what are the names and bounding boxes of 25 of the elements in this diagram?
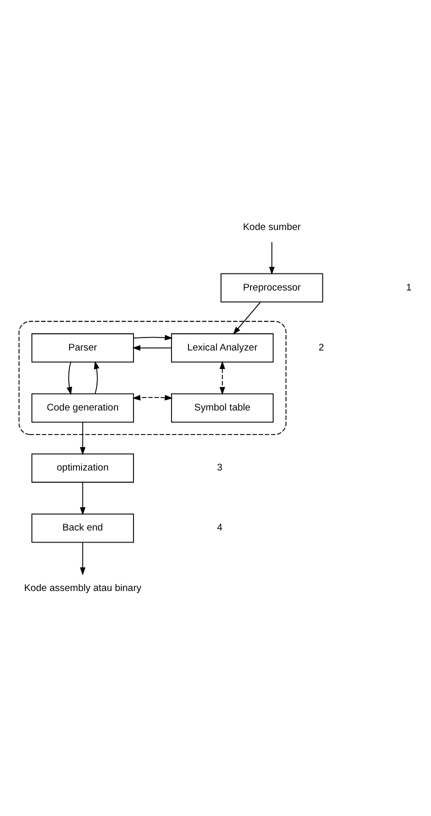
- node-box: Parser: [31, 333, 134, 362]
- arrow: [269, 242, 275, 275]
- arrow: [232, 302, 261, 335]
- label: 3: [216, 462, 222, 474]
- label: 2: [318, 342, 324, 354]
- arrow: [66, 362, 72, 395]
- arrow: [80, 422, 86, 456]
- node-box: optimization: [31, 454, 134, 483]
- label: 4: [216, 522, 222, 534]
- arrow: [132, 345, 172, 351]
- node-box: Back end: [31, 514, 134, 543]
- node-box: Lexical Analyzer: [171, 333, 274, 362]
- arrow: [94, 361, 100, 394]
- node-box: Preprocessor: [220, 273, 324, 302]
- node-text: Kode assembly atau binary: [24, 582, 142, 594]
- node-box: Code generation: [31, 393, 134, 423]
- label: 1: [406, 282, 412, 294]
- arrow: [220, 360, 226, 395]
- cluster: [18, 320, 286, 435]
- arrow: [133, 334, 173, 340]
- arrow: [132, 394, 173, 400]
- node-text: Kode sumber: [242, 222, 301, 234]
- arrow: [80, 542, 86, 576]
- arrow: [80, 482, 86, 516]
- node-box: Symbol table: [171, 393, 274, 423]
